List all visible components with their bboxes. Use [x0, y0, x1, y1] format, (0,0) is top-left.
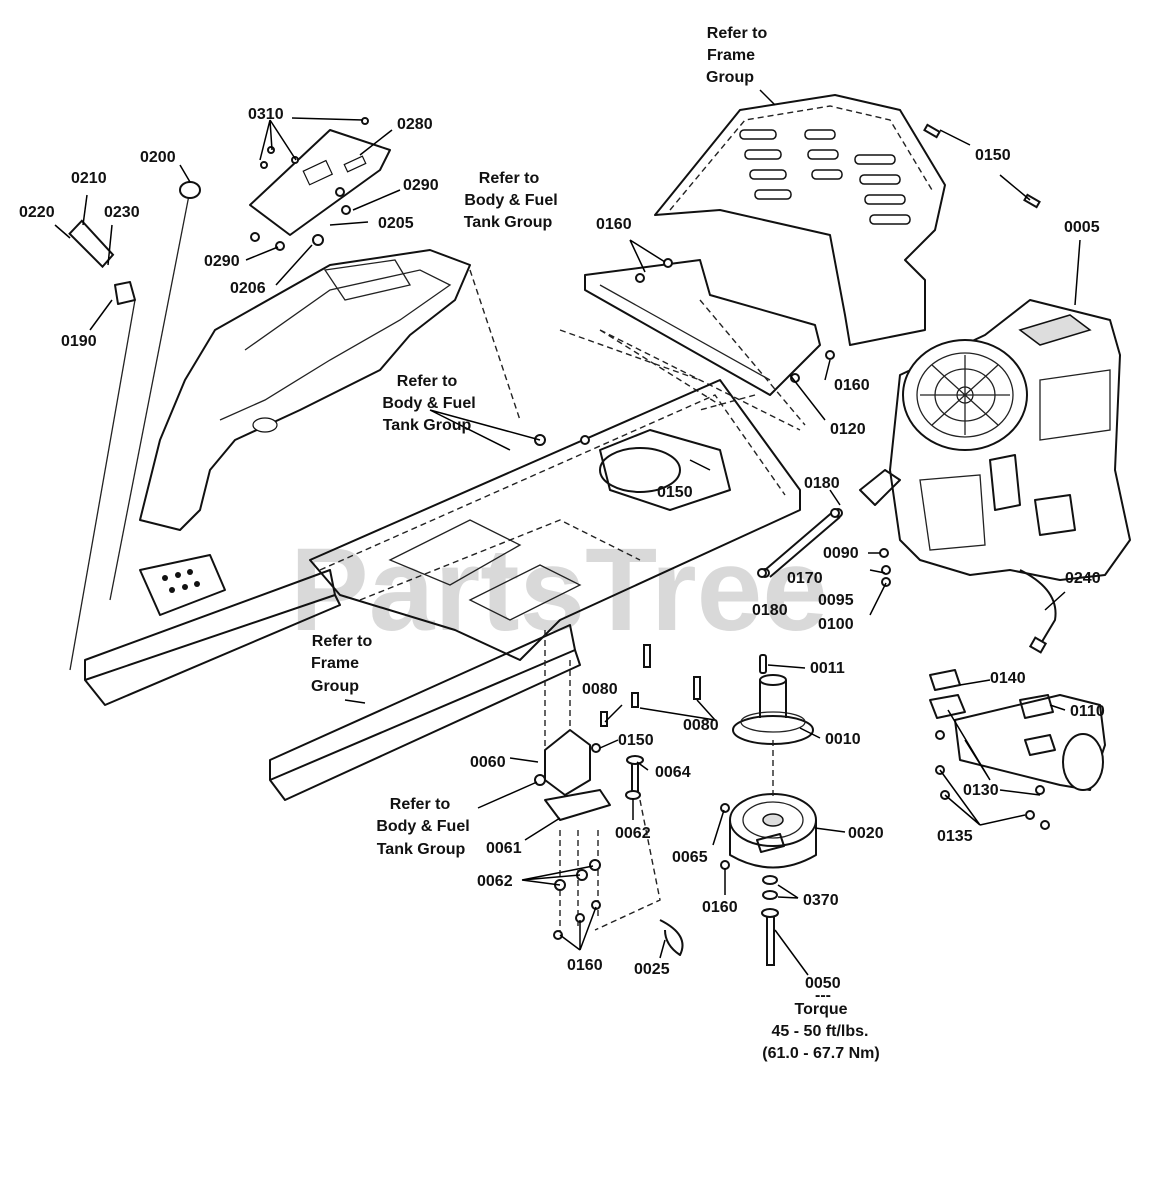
fuel-hose[interactable]	[1019, 569, 1057, 646]
label-0010[interactable]: 0010	[825, 731, 861, 748]
label-0160[interactable]: 0160	[596, 216, 632, 233]
svg-text:Frame: Frame	[707, 47, 755, 64]
label-0065[interactable]: 0065	[672, 849, 708, 866]
mounting-bracket[interactable]	[534, 729, 644, 821]
svg-text:Group: Group	[311, 678, 359, 695]
muffler[interactable]	[929, 669, 1106, 791]
part-labels: 0005 0010 0011 0020 0025 0050 0060 0061 …	[19, 106, 1105, 992]
svg-text:Body & Fuel: Body & Fuel	[376, 818, 469, 835]
label-0150[interactable]: 0150	[657, 484, 693, 501]
seat-bracket[interactable]	[584, 259, 821, 396]
note-refer-frame-bottom: Refer to Frame Group	[311, 633, 372, 695]
label-0205[interactable]: 0205	[378, 215, 414, 232]
svg-text:Refer to: Refer to	[312, 633, 373, 650]
label-0140[interactable]: 0140	[990, 670, 1026, 687]
label-0025[interactable]: 0025	[634, 961, 670, 978]
svg-text:Tank Group: Tank Group	[464, 214, 553, 231]
svg-text:Frame: Frame	[311, 655, 359, 672]
throttle-cable[interactable]	[67, 181, 201, 671]
label-0160[interactable]: 0160	[702, 899, 738, 916]
label-0206[interactable]: 0206	[230, 280, 266, 297]
label-0062[interactable]: 0062	[615, 825, 651, 842]
label-0135[interactable]: 0135	[937, 828, 973, 845]
cable-tie[interactable]	[659, 919, 684, 956]
watermark: PartsTree	[290, 524, 828, 656]
label-0005[interactable]: 0005	[1064, 219, 1100, 236]
label-0011[interactable]: 0011	[810, 660, 845, 677]
label-0020[interactable]: 0020	[848, 825, 884, 842]
svg-text:Torque: Torque	[794, 1001, 847, 1018]
note-torque-spec: --- Torque 45 - 50 ft/lbs. (61.0 - 67.7 …	[762, 987, 879, 1062]
svg-text:---: ---	[815, 987, 831, 1004]
label-0190[interactable]: 0190	[61, 333, 97, 350]
label-0061[interactable]: 0061	[486, 840, 522, 857]
label-0050[interactable]: 0050	[805, 975, 841, 992]
label-0230[interactable]: 0230	[104, 204, 140, 221]
pto-clutch[interactable]	[729, 793, 817, 869]
label-0100[interactable]: 0100	[818, 616, 854, 633]
label-0110[interactable]: 0110	[1070, 703, 1105, 720]
label-0095[interactable]: 0095	[818, 592, 854, 609]
dash-console[interactable]	[139, 249, 471, 531]
label-0180[interactable]: 0180	[804, 475, 840, 492]
label-0370[interactable]: 0370	[803, 892, 839, 909]
control-plate[interactable]	[249, 129, 391, 236]
label-0220[interactable]: 0220	[19, 204, 55, 221]
label-0280[interactable]: 0280	[397, 116, 433, 133]
svg-text:(61.0 - 67.7 Nm): (61.0 - 67.7 Nm)	[762, 1045, 879, 1062]
label-0150[interactable]: 0150	[975, 147, 1011, 164]
label-0170[interactable]: 0170	[787, 570, 823, 587]
pulley[interactable]	[732, 654, 814, 745]
svg-text:Refer to: Refer to	[479, 170, 540, 187]
label-0150[interactable]: 0150	[618, 732, 654, 749]
svg-text:Group: Group	[706, 69, 754, 86]
svg-text:Refer to: Refer to	[390, 796, 451, 813]
note-refer-body-fuel-top: Refer to Body & Fuel Tank Group	[464, 170, 558, 231]
label-0062[interactable]: 0062	[477, 873, 513, 890]
svg-text:45 - 50 ft/lbs.: 45 - 50 ft/lbs.	[772, 1023, 869, 1040]
pedal-plate[interactable]	[139, 554, 226, 616]
label-0240[interactable]: 0240	[1065, 570, 1101, 587]
fasteners[interactable]	[250, 117, 1050, 940]
main-frame[interactable]	[84, 269, 801, 801]
label-0120[interactable]: 0120	[830, 421, 866, 438]
label-0180[interactable]: 0180	[752, 602, 788, 619]
label-0080[interactable]: 0080	[683, 717, 719, 734]
svg-text:Tank Group: Tank Group	[383, 417, 472, 434]
label-0130[interactable]: 0130	[963, 782, 999, 799]
leader-lines	[54, 89, 1081, 976]
svg-text:Tank Group: Tank Group	[377, 841, 466, 858]
label-0060[interactable]: 0060	[470, 754, 506, 771]
clutch-bolt[interactable]	[761, 875, 779, 966]
label-0200[interactable]: 0200	[140, 149, 176, 166]
svg-text:Body & Fuel: Body & Fuel	[464, 192, 557, 209]
label-0210[interactable]: 0210	[71, 170, 107, 187]
svg-text:Body & Fuel: Body & Fuel	[382, 395, 475, 412]
note-refer-body-fuel-mid: Refer to Body & Fuel Tank Group	[382, 373, 475, 434]
label-0080[interactable]: 0080	[582, 681, 618, 698]
label-0290[interactable]: 0290	[204, 253, 240, 270]
note-refer-frame-top: Refer to Frame Group	[706, 25, 767, 86]
seat-support-frame[interactable]	[654, 94, 946, 346]
label-0160[interactable]: 0160	[567, 957, 603, 974]
engine[interactable]	[859, 299, 1131, 581]
label-0090[interactable]: 0090	[823, 545, 859, 562]
svg-text:Refer to: Refer to	[707, 25, 768, 42]
label-0310[interactable]: 0310	[248, 106, 284, 123]
label-0064[interactable]: 0064	[655, 764, 691, 781]
svg-text:Refer to: Refer to	[397, 373, 458, 390]
label-0290[interactable]: 0290	[403, 177, 439, 194]
note-refer-body-fuel-low: Refer to Body & Fuel Tank Group	[376, 796, 469, 858]
label-0160[interactable]: 0160	[834, 377, 870, 394]
